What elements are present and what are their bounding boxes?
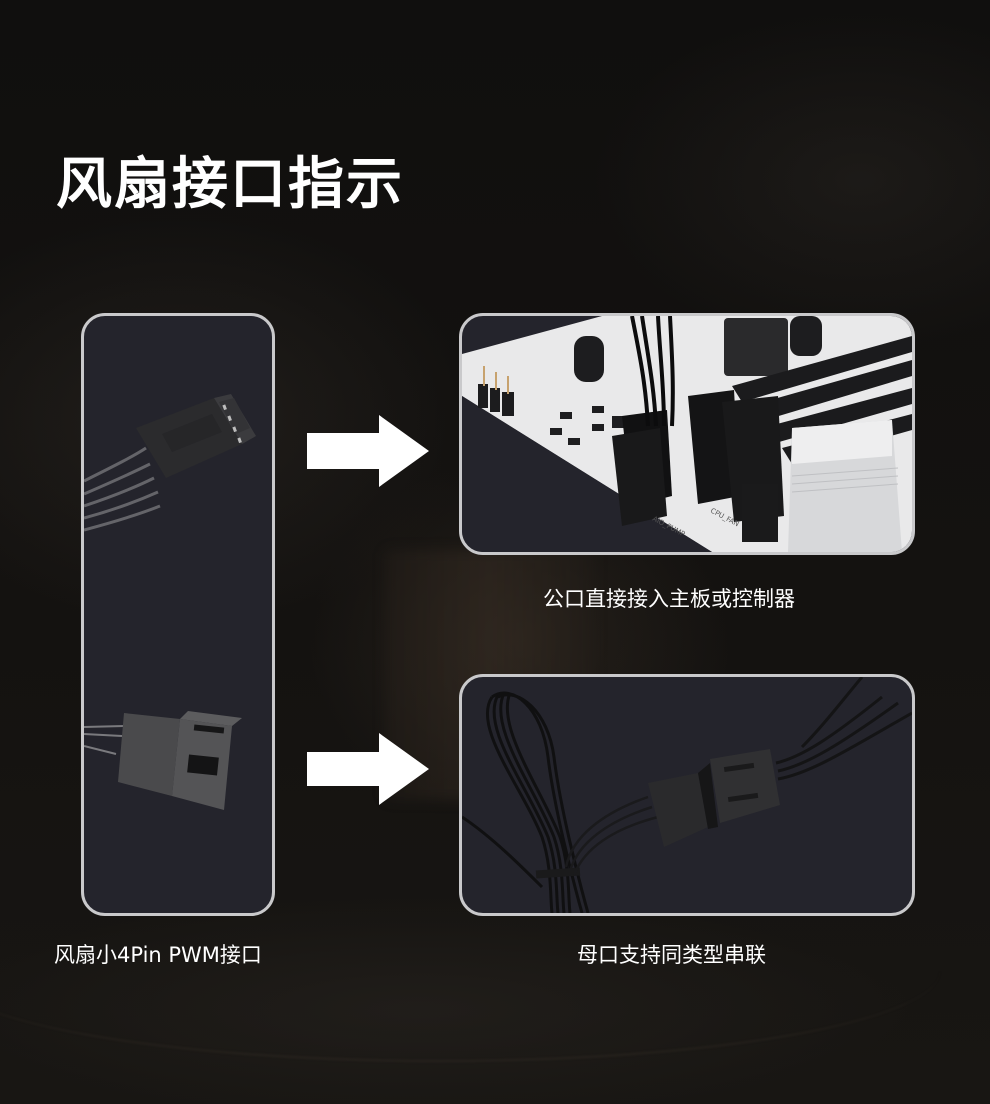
fan-header-connectors xyxy=(612,390,784,542)
female-4pin-connector xyxy=(118,711,242,810)
arrow-right-icon xyxy=(306,414,430,488)
daisy-chain-panel xyxy=(459,674,915,916)
caption-female-connector: 母口支持同类型串联 xyxy=(577,943,766,967)
background-floor xyxy=(0,880,940,1062)
caption-fan-connector: 风扇小4Pin PWM接口 xyxy=(54,943,262,967)
caption-male-connector: 公口直接接入主板或控制器 xyxy=(543,587,795,611)
fan-connector-image xyxy=(84,394,256,810)
motherboard-header-panel: AIO_PUMP CPU_FAN xyxy=(459,313,915,555)
fan-connector-panel xyxy=(81,313,275,916)
page-title: 风扇接口指示 xyxy=(56,152,404,217)
motherboard-image: AIO_PUMP CPU_FAN xyxy=(462,316,912,552)
arrow-right-icon xyxy=(306,732,430,806)
daisy-chain-image xyxy=(462,677,912,913)
daisy-chain-connectors xyxy=(648,749,780,847)
male-4pin-connector xyxy=(136,394,256,478)
